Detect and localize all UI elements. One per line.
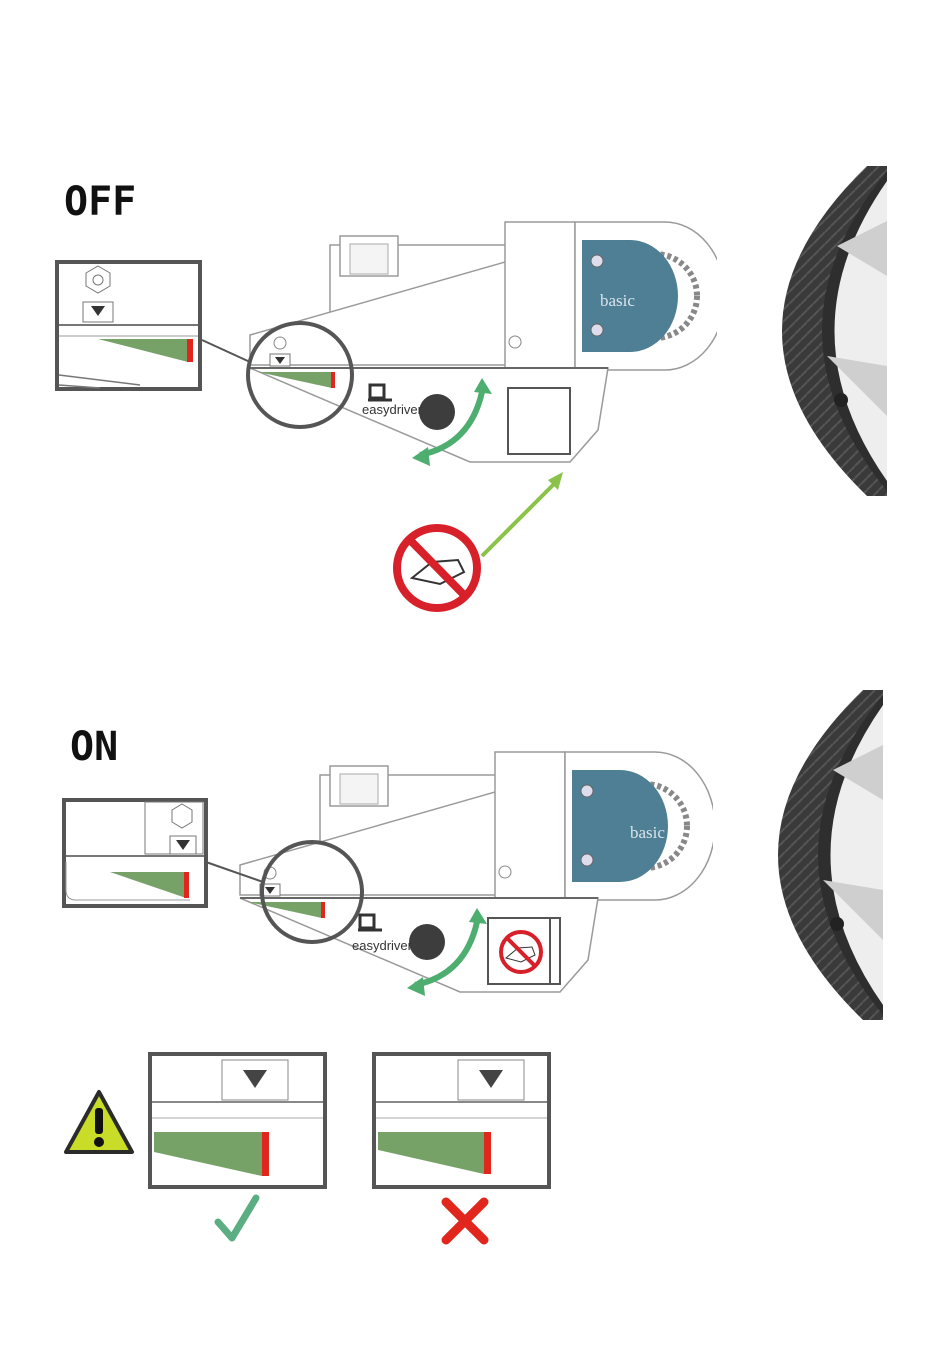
plate-text-off: basic <box>600 291 635 310</box>
incorrect-indicator-inset <box>374 1054 549 1187</box>
cross-icon <box>446 1202 484 1240</box>
warning-triangle-icon <box>66 1092 132 1152</box>
inset-on <box>64 800 206 906</box>
correct-indicator-inset <box>150 1054 325 1187</box>
pointer-arrow <box>482 482 556 556</box>
easydriver-device-on <box>240 752 715 992</box>
wheel-off <box>717 166 887 496</box>
logo-text-off: easydriver <box>362 402 423 417</box>
section-on: ON basic easydriver <box>64 690 883 1020</box>
comparison-row <box>66 1054 549 1240</box>
logo-text-on: easydriver <box>352 938 413 953</box>
easydriver-device-off <box>250 222 725 462</box>
on-label: ON <box>70 724 118 770</box>
section-off: OFF basic easydriver <box>57 166 887 608</box>
zoom-leader-off <box>202 340 250 362</box>
checkmark-icon <box>218 1198 256 1238</box>
wheel-on <box>713 690 883 1020</box>
plate-text-on: basic <box>630 823 665 842</box>
inset-off <box>57 262 200 389</box>
off-label: OFF <box>64 179 136 225</box>
no-touch-icon <box>397 528 477 608</box>
no-touch-icon <box>488 918 550 984</box>
